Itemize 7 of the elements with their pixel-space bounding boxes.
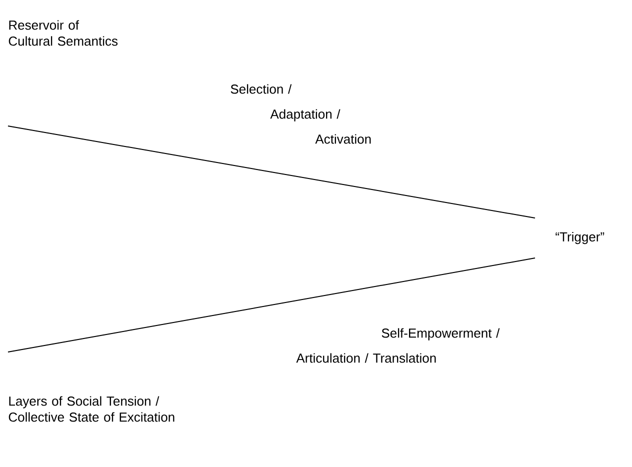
node-text: Layers of Social Tension / Collective State of Excitation bbox=[8, 396, 174, 422]
edge-label: Selection / Adaptation / Activation bbox=[230, 84, 371, 144]
node-text: Reservoir of Cultural Semantics bbox=[8, 20, 118, 46]
node-text: “Trigger” bbox=[556, 232, 604, 244]
line bbox=[8, 258, 536, 352]
line bbox=[8, 126, 536, 218]
edge-label: Self-Empowerment / Articulation / Translation bbox=[296, 328, 500, 363]
